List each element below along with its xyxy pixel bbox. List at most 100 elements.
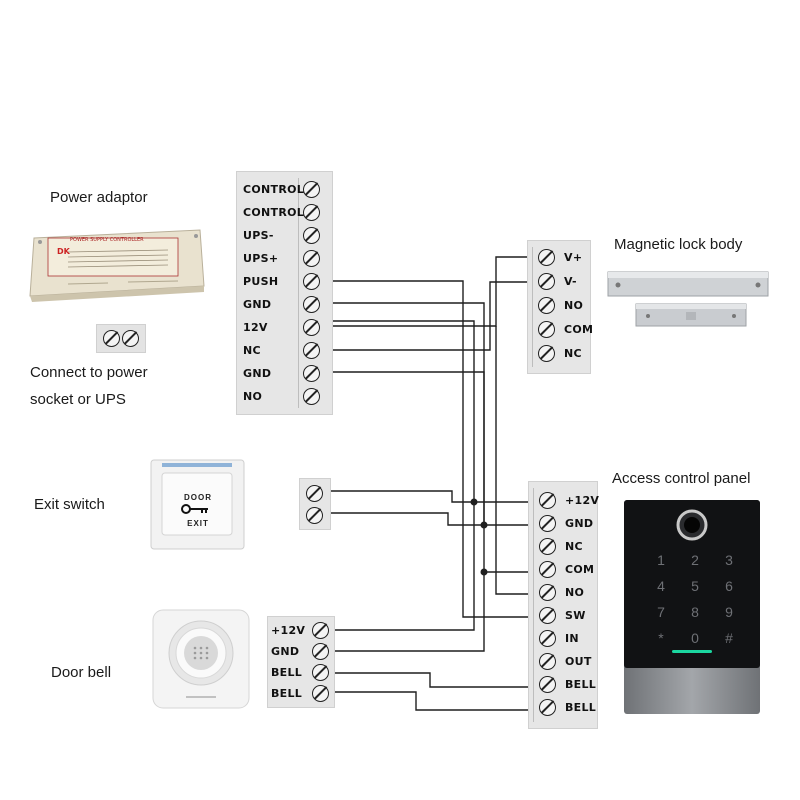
- keypad-key: 9: [725, 604, 733, 620]
- wire-panel-no: [495, 326, 536, 595]
- terminal-row: BELL: [529, 674, 597, 697]
- keypad-key: 2: [691, 552, 699, 568]
- wire-bell-12v: [333, 502, 475, 631]
- terminal-screw: [303, 181, 320, 198]
- terminal-row: GND: [529, 513, 597, 536]
- wire-bell-2: [333, 691, 536, 711]
- terminal-row: NO: [237, 386, 332, 409]
- keypad-key: 8: [691, 604, 699, 620]
- terminal-screw: [303, 342, 320, 359]
- terminal-label: CONTROL: [243, 206, 305, 219]
- terminal-row: NC: [528, 343, 590, 366]
- terminal-screw: [539, 653, 556, 670]
- door-bell-image: [152, 609, 250, 709]
- power-adaptor-image: POWER SUPPLY CONTROLLER DK: [28, 222, 206, 302]
- terminal-screw: [539, 561, 556, 578]
- terminal-row: BELL: [268, 662, 334, 685]
- wire-nc-lock: [330, 281, 532, 351]
- terminal-label: NC: [243, 344, 261, 357]
- keypad-key: 1: [657, 552, 665, 568]
- terminal-screw: [303, 204, 320, 221]
- terminal-row: NC: [237, 340, 332, 363]
- terminal-row: GND: [237, 363, 332, 386]
- power-supply-terminal-block: CONTROL CONTROL UPS-UPS+ PUSH GND 12V NC GND NO: [236, 171, 333, 415]
- adaptor-title: POWER SUPPLY CONTROLLER: [70, 237, 144, 243]
- keypad-key: 5: [691, 578, 699, 594]
- terminal-screw: [303, 250, 320, 267]
- terminal-row: CONTROL: [237, 202, 332, 225]
- terminal-row: CONTROL: [237, 179, 332, 202]
- terminal-label: NO: [564, 299, 584, 312]
- terminal-screw: [539, 492, 556, 509]
- exit-switch-image: DOOR EXIT: [150, 459, 246, 551]
- terminal-screw: [303, 319, 320, 336]
- exit-button-line2: EXIT: [187, 519, 209, 528]
- terminal-row: NO: [528, 295, 590, 318]
- terminal-row: OUT: [529, 651, 597, 674]
- terminal-screw: [306, 507, 323, 524]
- magnetic-lock-label: Magnetic lock body: [614, 236, 743, 253]
- junction-dot: [480, 521, 488, 529]
- terminal-label: GND: [565, 517, 594, 530]
- terminal-label: OUT: [565, 655, 592, 668]
- terminal-label: PUSH: [243, 275, 279, 288]
- terminal-label: BELL: [271, 687, 303, 700]
- terminal-screw: [539, 676, 556, 693]
- connect-power-label-line2: socket or UPS: [30, 391, 126, 408]
- terminal-row: V+: [528, 247, 590, 270]
- terminal-row: NC: [529, 536, 597, 559]
- terminal-label: COM: [564, 323, 594, 336]
- terminal-label: 12V: [243, 321, 268, 334]
- terminal-row: +12V: [529, 490, 599, 513]
- terminal-label: V-: [564, 275, 577, 288]
- terminal-row: UPS-: [237, 225, 332, 248]
- keypad-key: 3: [725, 552, 733, 568]
- connect-power-label-line1: Connect to power: [30, 364, 148, 381]
- terminal-row: COM: [528, 319, 594, 342]
- terminal-row: BELL: [268, 683, 334, 706]
- wire-gnd2-com: [330, 371, 536, 573]
- terminal-screw: [122, 330, 139, 347]
- terminal-screw: [539, 699, 556, 716]
- terminal-row: 12V: [237, 317, 332, 340]
- terminal-screw: [312, 685, 329, 702]
- terminal-label: BELL: [565, 678, 597, 691]
- magnetic-lock-terminal-block: V+ V- NO COM NC: [527, 240, 594, 374]
- terminal-screw: [306, 485, 323, 502]
- terminal-row: V-: [528, 271, 590, 294]
- terminal-label: COM: [565, 563, 595, 576]
- terminal-label: +12V: [271, 624, 306, 637]
- terminal-screw: [538, 249, 555, 266]
- adaptor-brand: DK: [57, 247, 70, 256]
- terminal-label: BELL: [565, 701, 597, 714]
- keypad-key: 0: [691, 630, 699, 646]
- terminal-label: NO: [565, 586, 585, 599]
- keypad-key: #: [725, 630, 733, 646]
- mains-terminal: [96, 324, 146, 353]
- terminal-label: GND: [243, 298, 272, 311]
- terminal-row: PUSH: [237, 271, 332, 294]
- terminal-screw: [538, 273, 555, 290]
- terminal-screw: [103, 330, 120, 347]
- wire-exit-1: [330, 490, 474, 503]
- terminal-screw: [303, 296, 320, 313]
- magnetic-lock-image: [606, 268, 772, 332]
- terminal-label: GND: [271, 645, 300, 658]
- wire-12v-lock: [330, 256, 532, 327]
- terminal-label: GND: [243, 367, 272, 380]
- junction-dot: [480, 568, 488, 576]
- terminal-label: NC: [565, 540, 583, 553]
- terminal-screw: [539, 515, 556, 532]
- terminal-screw: [539, 584, 556, 601]
- terminal-screw: [538, 345, 555, 362]
- door-bell-terminal-block: +12V GND BELL BELL: [267, 616, 335, 708]
- terminal-screw: [312, 643, 329, 660]
- terminal-row: UPS+: [237, 248, 332, 271]
- terminal-row: SW: [529, 605, 597, 628]
- power-adaptor-label: Power adaptor: [50, 189, 148, 206]
- terminal-label: V+: [564, 251, 583, 264]
- access-panel-label: Access control panel: [612, 470, 751, 487]
